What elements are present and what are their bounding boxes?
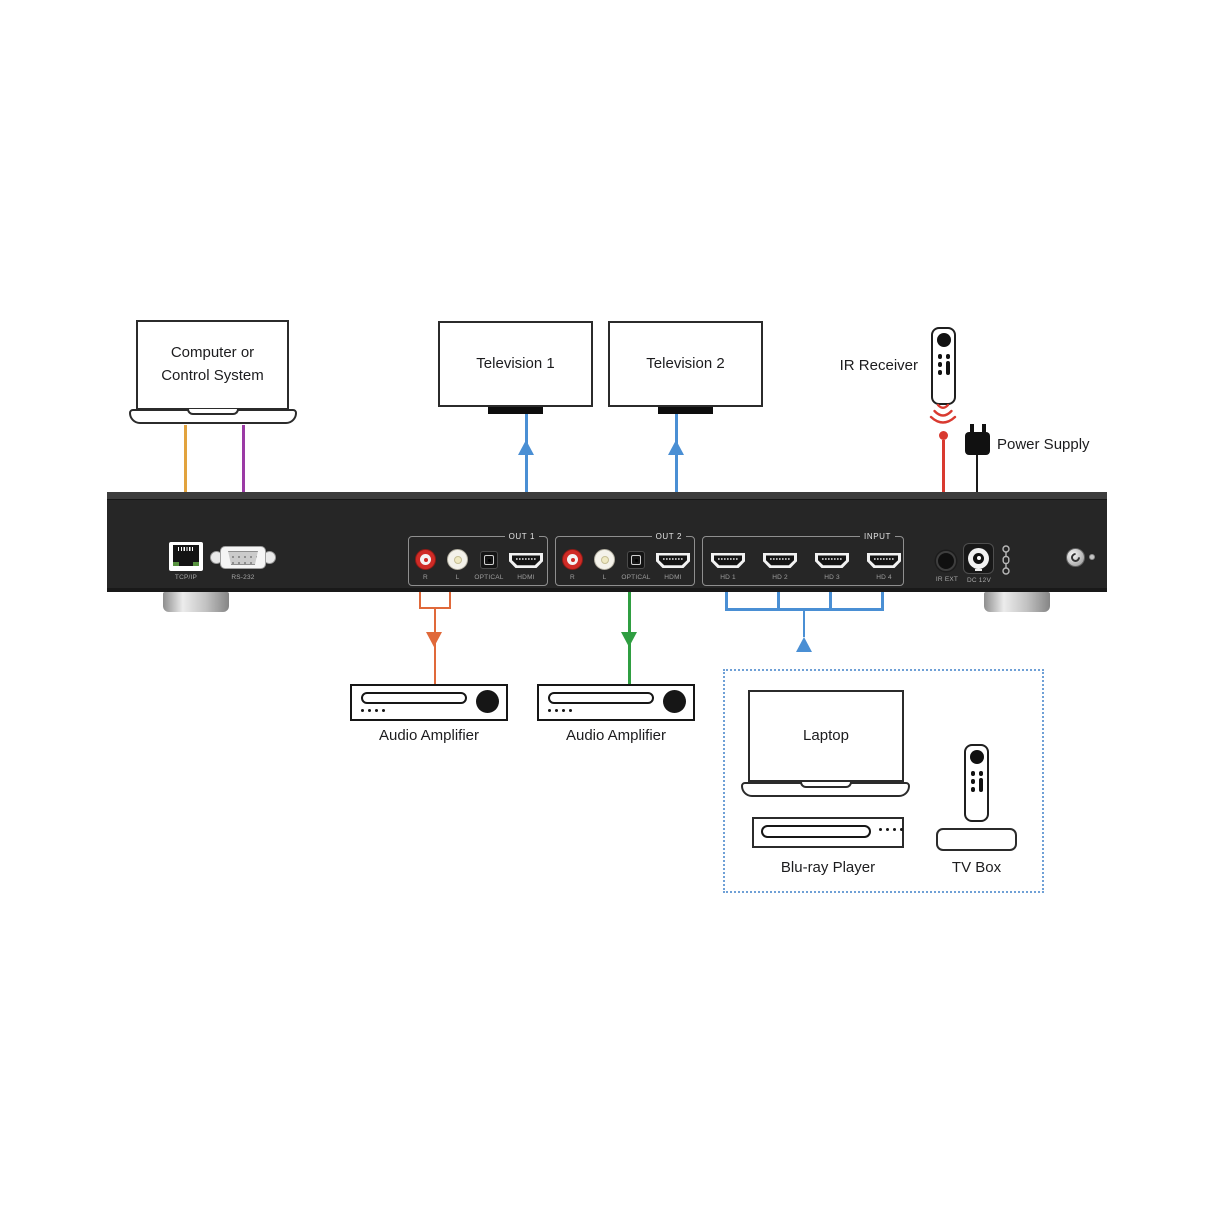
tcpip-port-label: TCP/IP	[174, 574, 198, 581]
television1-node: Television 1	[438, 321, 593, 407]
amp-knob	[476, 690, 499, 713]
input-group: INPUT HD 1 HD 2 HD 3 HD 4	[702, 532, 904, 586]
out1-group: OUT 1 R L OPTICAL HDMI	[408, 532, 548, 586]
tvbox-remote-icon	[964, 744, 989, 822]
laptop-node: Laptop	[748, 690, 904, 782]
tcpip-port	[169, 542, 203, 571]
power-indicator-dot	[1089, 554, 1095, 560]
input-hd3-port	[815, 553, 849, 568]
amplifier2-node	[537, 684, 695, 721]
input-hd4-port	[867, 553, 901, 568]
device-foot-left	[163, 592, 229, 612]
computer-screen: Computer or Control System	[136, 320, 289, 410]
television2-label: Television 2	[646, 355, 725, 372]
arrow-to-inputs	[795, 637, 812, 652]
bluray-label: Blu-ray Player	[780, 859, 876, 876]
laptop-notch	[799, 782, 852, 788]
rj45-led-right	[193, 562, 199, 566]
rs232-port	[210, 546, 276, 570]
audio-cable-bracket	[419, 592, 451, 609]
ir-signal-dot	[939, 431, 948, 440]
out2-group: OUT 2 R L OPTICAL HDMI	[555, 532, 695, 586]
amplifier2-label: Audio Amplifier	[565, 727, 667, 744]
input-cable-stem	[802, 610, 805, 637]
power-plug-icon	[965, 424, 990, 455]
dc12v-port	[963, 543, 994, 574]
computer-laptop-base	[129, 409, 297, 424]
input-group-label: INPUT	[860, 532, 895, 541]
arrow-to-amplifier1	[426, 632, 442, 647]
out1-group-label: OUT 1	[504, 532, 539, 541]
remote-big-button	[969, 750, 984, 764]
amp-disc-slot	[548, 692, 654, 704]
power-supply-label: Power Supply	[997, 436, 1090, 453]
matrix-rear-panel	[107, 492, 1107, 592]
television1-label: Television 1	[476, 355, 555, 372]
television2-node: Television 2	[608, 321, 763, 407]
out2-rca-l-port	[594, 549, 615, 570]
arrow-to-amplifier2	[621, 632, 637, 647]
rs232-cable	[242, 425, 245, 534]
out1-rca-r-port	[415, 549, 436, 570]
out2-optical-port	[627, 551, 645, 569]
ir-signal-waves-icon	[929, 403, 957, 424]
amp-knob	[663, 690, 686, 713]
input-cable-bus	[725, 608, 884, 611]
tvbox-base	[936, 828, 1017, 851]
bluray-disc-slot	[761, 825, 871, 838]
bluray-node	[752, 817, 904, 848]
television1-stand	[488, 407, 543, 414]
irext-port-label: IR EXT	[935, 576, 959, 583]
remote-big-button	[936, 333, 951, 347]
device-foot-right	[984, 592, 1050, 612]
amp-disc-slot	[361, 692, 467, 704]
computer-label: Computer or Control System	[161, 344, 264, 384]
power-button	[1066, 548, 1085, 567]
tvbox-label: TV Box	[951, 859, 1002, 876]
sources-group-box	[723, 669, 1044, 893]
hdmi-cable-out1	[525, 414, 528, 537]
out2-group-label: OUT 2	[651, 532, 686, 541]
out1-optical-port	[480, 551, 498, 569]
ir-receiver-remote-icon	[931, 327, 956, 405]
laptop-label: Laptop	[803, 727, 849, 744]
out2-rca-r-port	[562, 549, 583, 570]
amplifier1-node	[350, 684, 508, 721]
out2-hdmi-port	[656, 553, 690, 568]
rj45-led-left	[173, 562, 179, 566]
amplifier1-label: Audio Amplifier	[378, 727, 480, 744]
dc12v-port-label: DC 12V	[967, 577, 991, 584]
arrow-to-tv1	[518, 440, 534, 455]
input-hd1-port	[711, 553, 745, 568]
laptop-base	[741, 782, 910, 797]
ir-receiver-label: IR Receiver	[839, 357, 918, 374]
irext-port	[936, 551, 956, 571]
laptop-notch	[187, 409, 239, 415]
input-hd2-port	[763, 553, 797, 568]
hdmi-cable-out2	[675, 414, 678, 537]
television2-stand	[658, 407, 713, 414]
rs232-port-label: RS-232	[231, 574, 255, 581]
arrow-to-tv2	[668, 440, 684, 455]
out1-rca-l-port	[447, 549, 468, 570]
grounding-chain-icon	[1002, 545, 1010, 575]
tcpip-cable	[184, 425, 187, 534]
out1-hdmi-port	[509, 553, 543, 568]
